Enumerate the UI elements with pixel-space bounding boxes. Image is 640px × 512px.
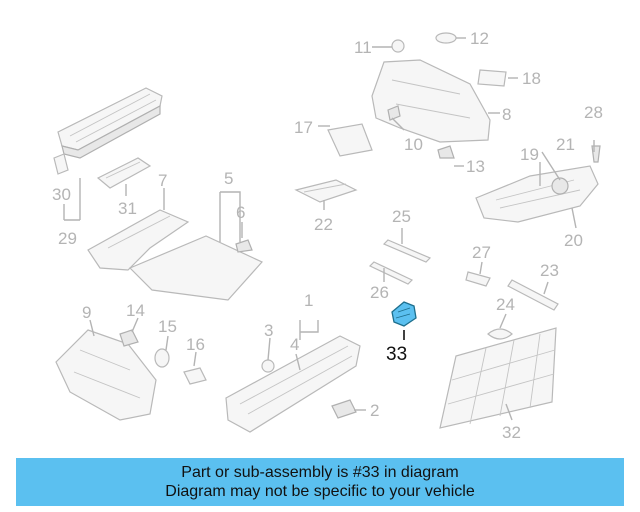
- callout-1[interactable]: 1: [304, 291, 313, 310]
- trim-fastener-part[interactable]: [391, 39, 405, 53]
- mat-clip-part[interactable]: [235, 239, 253, 253]
- callout-labels: 1 2 3 4 5 6 7 8 9 10 11 12 13 14 15 16 1…: [52, 29, 603, 442]
- callout-24[interactable]: 24: [496, 295, 515, 314]
- shelf-trim-part[interactable]: [96, 157, 152, 189]
- lug-wrench-part[interactable]: [382, 239, 432, 263]
- info-banner: Part or sub-assembly is #33 in diagram D…: [16, 458, 624, 506]
- clip-14-part[interactable]: [119, 329, 139, 347]
- callout-7[interactable]: 7: [158, 171, 167, 190]
- push-pin-16-part[interactable]: [183, 367, 207, 385]
- cargo-net-part[interactable]: [439, 327, 557, 429]
- access-cover-part[interactable]: [327, 123, 373, 157]
- grommet-15-part[interactable]: [154, 348, 170, 368]
- callout-23[interactable]: 23: [540, 261, 559, 280]
- callout-27[interactable]: 27: [472, 243, 491, 262]
- callout-19[interactable]: 19: [520, 145, 539, 164]
- leader-lines: [63, 37, 595, 421]
- tool-bar-part[interactable]: [368, 261, 414, 285]
- callout-31[interactable]: 31: [118, 199, 137, 218]
- extension-bar-part[interactable]: [507, 279, 559, 311]
- callout-13[interactable]: 13: [466, 157, 485, 176]
- spare-tire-cover-part[interactable]: [475, 165, 599, 223]
- callout-25[interactable]: 25: [392, 207, 411, 226]
- trunk-floor-mat-part[interactable]: [87, 209, 190, 271]
- trunk-mat-panel-part[interactable]: [128, 235, 263, 301]
- callout-8[interactable]: 8: [502, 105, 511, 124]
- callout-3[interactable]: 3: [264, 321, 273, 340]
- selected-part-33[interactable]: [391, 301, 417, 327]
- callout-15[interactable]: 15: [158, 317, 177, 336]
- callout-18[interactable]: 18: [522, 69, 541, 88]
- callout-12[interactable]: 12: [470, 29, 489, 48]
- shelf-bracket-part[interactable]: [53, 153, 69, 175]
- callout-9[interactable]: 9: [82, 303, 91, 322]
- trunk-sill-plate-part[interactable]: [225, 335, 361, 433]
- callout-30[interactable]: 30: [52, 185, 71, 204]
- callout-33-selected[interactable]: 33: [386, 344, 407, 365]
- callout-11[interactable]: 11: [354, 38, 372, 57]
- sill-bracket-2-part[interactable]: [331, 399, 357, 419]
- tow-hook-part[interactable]: [465, 271, 491, 287]
- callout-21[interactable]: 21: [556, 135, 575, 154]
- callout-4[interactable]: 4: [290, 335, 299, 354]
- callout-28[interactable]: 28: [584, 103, 603, 122]
- callout-5[interactable]: 5: [224, 169, 233, 188]
- callout-10[interactable]: 10: [404, 135, 423, 154]
- trim-retainer-part[interactable]: [387, 105, 401, 121]
- sill-clip-3-part[interactable]: [261, 359, 275, 373]
- banner-line-2: Diagram may not be specific to your vehi…: [165, 483, 475, 500]
- jack-part[interactable]: [294, 179, 358, 203]
- callout-6[interactable]: 6: [236, 203, 245, 222]
- side-hook-part[interactable]: [437, 145, 455, 159]
- banner-line-1: Part or sub-assembly is #33 in diagram: [181, 464, 459, 481]
- callout-2[interactable]: 2: [370, 401, 379, 420]
- callout-14[interactable]: 14: [126, 301, 145, 320]
- side-trim-pad-part[interactable]: [477, 69, 507, 87]
- callout-17[interactable]: 17: [294, 118, 313, 137]
- rear-shelf-part[interactable]: [57, 87, 163, 159]
- callout-29[interactable]: 29: [58, 229, 77, 248]
- callout-16[interactable]: 16: [186, 335, 205, 354]
- trunk-side-trim-part[interactable]: [371, 59, 491, 143]
- callout-22[interactable]: 22: [314, 215, 333, 234]
- retaining-bolt-part[interactable]: [591, 145, 601, 163]
- side-storage-bin-part[interactable]: [55, 329, 157, 421]
- callout-26[interactable]: 26: [370, 283, 389, 302]
- parts-diagram: 1 2 3 4 5 6 7 8 9 10 11 12 13 14 15 16 1…: [52, 29, 603, 442]
- callout-32[interactable]: 32: [502, 423, 521, 442]
- callout-20[interactable]: 20: [564, 231, 583, 250]
- strap-part[interactable]: [487, 328, 513, 340]
- trim-cap-part[interactable]: [435, 32, 457, 44]
